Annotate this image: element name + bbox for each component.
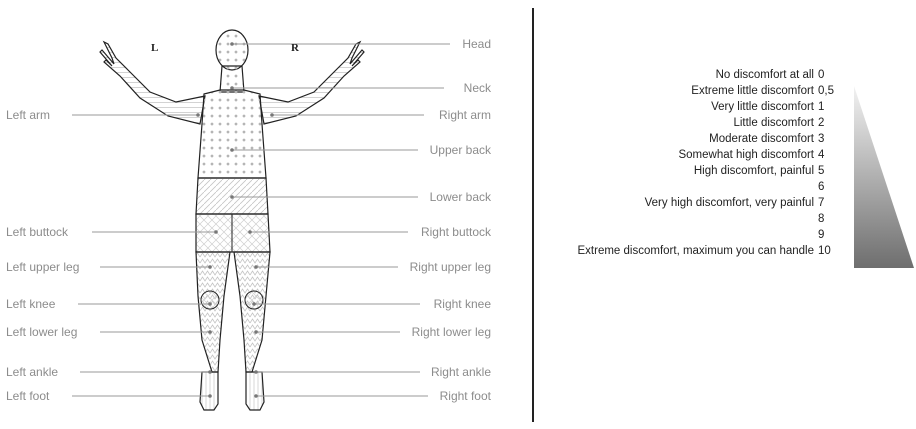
scale-value: 2 bbox=[818, 117, 824, 129]
scale-value: 8 bbox=[818, 213, 824, 225]
panel-divider bbox=[532, 8, 534, 422]
right-leg-shape bbox=[234, 252, 270, 372]
left-foot-shape bbox=[200, 372, 218, 410]
scale-value: 5 bbox=[818, 165, 824, 177]
discomfort-gradient-wedge bbox=[852, 84, 916, 270]
scale-description: Extreme discomfort, maximum you can hand… bbox=[578, 245, 814, 257]
head-shape bbox=[216, 30, 248, 70]
scale-value: 6 bbox=[818, 181, 824, 193]
scale-row: 9 bbox=[540, 229, 852, 243]
label-head: Head bbox=[462, 37, 491, 51]
right-knee-shape bbox=[245, 291, 263, 309]
scale-description: Very high discomfort, very painful bbox=[645, 197, 814, 209]
scale-description: High discomfort, painful bbox=[694, 165, 814, 177]
label-left-foot: Left foot bbox=[6, 389, 49, 403]
scale-value: 4 bbox=[818, 149, 824, 161]
right-side-marker: R bbox=[291, 42, 299, 54]
scale-value: 0,5 bbox=[818, 85, 834, 97]
upper-back-shape bbox=[198, 90, 266, 178]
scale-row: Very high discomfort, very painful 7 bbox=[540, 197, 852, 211]
buttocks-shape bbox=[196, 214, 270, 252]
label-upper-back: Upper back bbox=[430, 143, 491, 157]
right-foot-shape bbox=[246, 372, 264, 410]
scale-row: Extreme discomfort, maximum you can hand… bbox=[540, 245, 852, 259]
scale-description: No discomfort at all bbox=[716, 69, 814, 81]
left-arm-shape bbox=[100, 42, 205, 124]
scale-row: Somewhat high discomfort 4 bbox=[540, 149, 852, 163]
scale-description: Extreme little discomfort bbox=[691, 85, 814, 97]
label-right-buttock: Right buttock bbox=[421, 225, 491, 239]
left-side-marker: L bbox=[151, 42, 158, 54]
scale-value: 0 bbox=[818, 69, 824, 81]
scale-description: Little discomfort bbox=[733, 117, 814, 129]
scale-row: Moderate discomfort 3 bbox=[540, 133, 852, 147]
scale-value: 3 bbox=[818, 133, 824, 145]
scale-row: High discomfort, painful 5 bbox=[540, 165, 852, 179]
scale-row: Extreme little discomfort 0,5 bbox=[540, 85, 852, 99]
scale-value: 10 bbox=[818, 245, 831, 257]
label-right-knee: Right knee bbox=[434, 297, 491, 311]
label-left-knee: Left knee bbox=[6, 297, 55, 311]
label-lower-back: Lower back bbox=[430, 190, 491, 204]
left-leader-lines bbox=[72, 115, 216, 396]
scale-description: Moderate discomfort bbox=[709, 133, 814, 145]
scale-description: Very little discomfort bbox=[711, 101, 814, 113]
scale-row: Little discomfort 2 bbox=[540, 117, 852, 131]
left-knee-shape bbox=[201, 291, 219, 309]
right-arm-shape bbox=[259, 42, 364, 124]
label-left-arm: Left arm bbox=[6, 108, 50, 122]
scale-row: Very little discomfort 1 bbox=[540, 101, 852, 115]
label-right-arm: Right arm bbox=[439, 108, 491, 122]
scale-value: 1 bbox=[818, 101, 824, 113]
scale-description: Somewhat high discomfort bbox=[678, 149, 814, 161]
scale-value: 7 bbox=[818, 197, 824, 209]
label-right-upper-leg: Right upper leg bbox=[410, 260, 491, 274]
left-leg-shape bbox=[196, 252, 230, 372]
scale-row: 8 bbox=[540, 213, 852, 227]
label-right-ankle: Right ankle bbox=[431, 365, 491, 379]
label-left-buttock: Left buttock bbox=[6, 225, 68, 239]
label-right-foot: Right foot bbox=[440, 389, 491, 403]
scale-value: 9 bbox=[818, 229, 824, 241]
label-left-upper-leg: Left upper leg bbox=[6, 260, 79, 274]
label-left-lower-leg: Left lower leg bbox=[6, 325, 77, 339]
scale-row: 6 bbox=[540, 181, 852, 195]
label-right-lower-leg: Right lower leg bbox=[412, 325, 491, 339]
label-left-ankle: Left ankle bbox=[6, 365, 58, 379]
scale-row: No discomfort at all 0 bbox=[540, 69, 852, 83]
label-neck: Neck bbox=[464, 81, 491, 95]
